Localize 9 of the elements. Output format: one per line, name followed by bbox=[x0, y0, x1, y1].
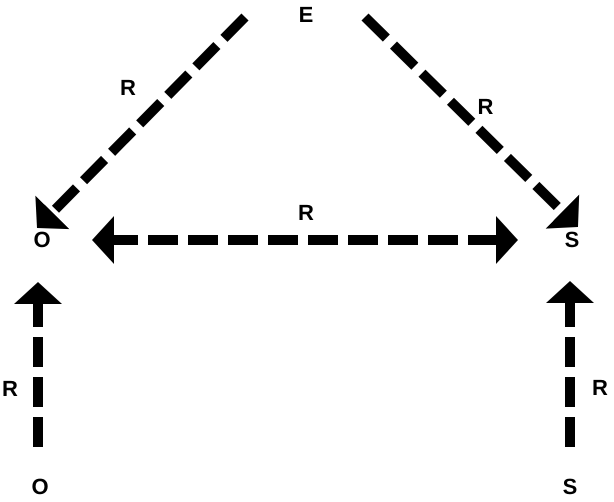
dashed-arrow bbox=[361, 13, 582, 231]
node-label: E bbox=[298, 3, 314, 27]
dashed-arrow bbox=[14, 282, 62, 447]
node-label: S bbox=[564, 228, 580, 252]
node-label: O bbox=[31, 475, 49, 499]
node-label: O bbox=[33, 228, 51, 252]
dashed-arrow bbox=[33, 13, 249, 232]
dashed-arrow bbox=[92, 216, 518, 264]
node-label: S bbox=[562, 475, 578, 499]
